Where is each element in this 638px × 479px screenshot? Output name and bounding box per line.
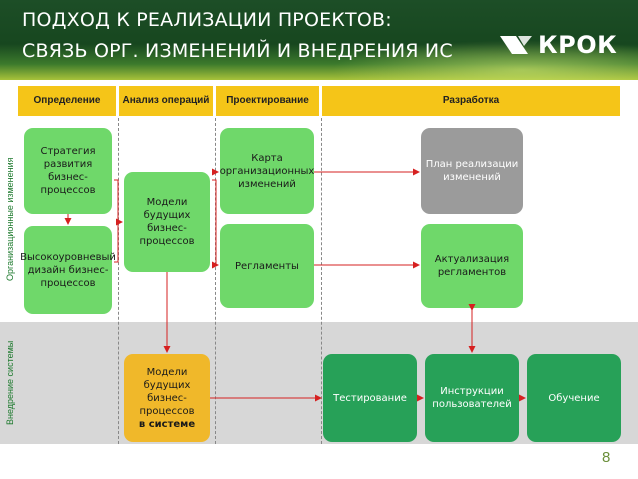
slide-title-line2: СВЯЗЬ ОРГ. ИЗМЕНЕНИЙ И ВНЕДРЕНИЯ ИС: [22, 40, 453, 62]
box-update-regulations: Актуализация регламентов: [421, 224, 523, 308]
phase-development: Разработка: [322, 86, 620, 116]
phase-design: Проектирование: [216, 86, 319, 116]
box-high-level-design: Высокоуровневый дизайн бизнес-процессов: [20, 226, 116, 314]
page-number: 8: [602, 449, 611, 466]
box-implementation-plan: План реализации изменений: [421, 128, 523, 214]
box-system-models-suffix: в системе: [138, 418, 196, 430]
box-future-models: Модели будущих бизнес-процессов: [124, 172, 210, 272]
box-org-map: Карта организационных изменений: [220, 128, 314, 214]
phase-definition: Определение: [18, 86, 116, 116]
row-label-sys: Внедрение системы: [5, 340, 15, 426]
logo-text: КРОК: [538, 31, 618, 59]
divider-3: [321, 118, 322, 444]
box-regulations: Регламенты: [220, 224, 314, 308]
divider-1: [118, 118, 119, 444]
box-user-guides: Инструкции пользователей: [425, 354, 519, 442]
row-label-org: Организационные изменения: [5, 157, 15, 281]
box-testing: Тестирование: [323, 354, 417, 442]
phase-analysis: Анализ операций: [119, 86, 213, 116]
box-training: Обучение: [527, 354, 621, 442]
krok-logo-icon: [500, 36, 532, 54]
box-system-models: Модели будущих бизнес-процессов в систем…: [124, 354, 210, 442]
box-strategy: Стратегия развития бизнес-процессов: [24, 128, 112, 214]
box-system-models-text: Модели будущих бизнес-процессов: [139, 366, 195, 417]
header-banner: ПОДХОД К РЕАЛИЗАЦИИ ПРОЕКТОВ: СВЯЗЬ ОРГ.…: [0, 0, 638, 80]
divider-2: [215, 118, 216, 444]
slide-title-line1: ПОДХОД К РЕАЛИЗАЦИИ ПРОЕКТОВ:: [22, 9, 392, 31]
header-glow: [330, 40, 638, 80]
